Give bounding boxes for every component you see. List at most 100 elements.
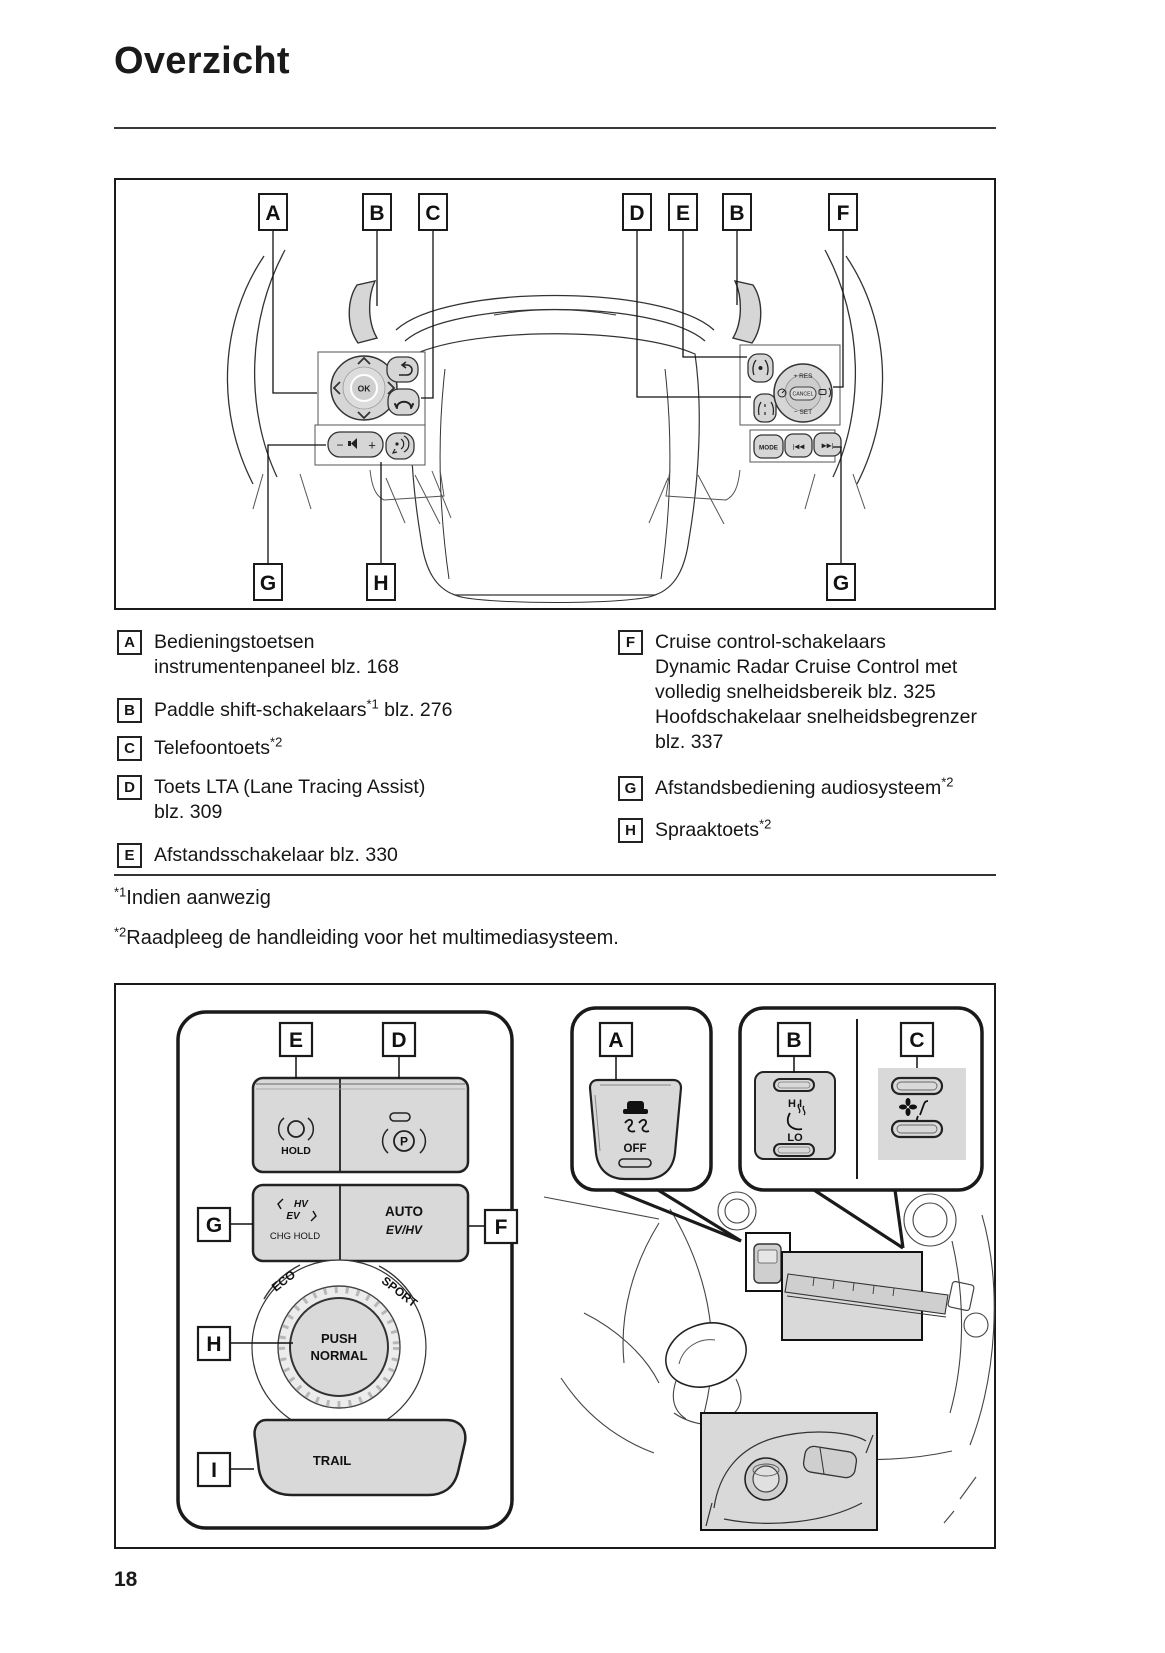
vsc-led	[618, 1158, 652, 1168]
right-paddle	[731, 280, 762, 344]
lta-button	[753, 393, 777, 423]
radar-cruise-icon	[818, 387, 832, 398]
seat-heat-icon	[786, 1103, 806, 1131]
footnote-2: *2Raadpleeg de handleiding voor het mult…	[114, 924, 619, 949]
footnote-marker: *2	[759, 816, 772, 832]
legend-letter: C	[117, 736, 142, 761]
voice-button	[385, 432, 415, 460]
legend-text: Afstandsbediening audiosysteem*2	[655, 774, 954, 800]
chg-hold-label: CHG HOLD	[270, 1231, 320, 1242]
footnote-marker: *2	[270, 734, 283, 750]
callout-I: I	[196, 1451, 232, 1488]
back-icon	[399, 361, 413, 376]
legend-item-D: D Toets LTA (Lane Tracing Assist)blz. 309	[117, 775, 577, 825]
callout-D: D	[622, 193, 652, 231]
seat-pointer-tail	[813, 1188, 905, 1250]
svg-text:C: C	[909, 1029, 924, 1052]
ok-label: OK	[358, 384, 372, 394]
prev-track-icon: |◀◀	[793, 444, 806, 451]
svg-text:H: H	[206, 1333, 221, 1356]
footnote-marker: *1	[366, 696, 379, 712]
callout-D2: D	[381, 1021, 417, 1058]
svg-text:F: F	[495, 1216, 508, 1239]
left-paddle	[348, 280, 379, 344]
figure1-callout-lines	[267, 230, 844, 564]
lane-switch-icon	[752, 359, 769, 376]
trail-label: TRAIL	[313, 1453, 351, 1468]
svg-text:HV: HV	[294, 1199, 309, 1210]
svg-text:H: H	[373, 572, 388, 595]
figure-console: HOLD P HV EV CHG HOLD AUTO EV/HV ECO SPO…	[114, 983, 996, 1549]
legend-letter: D	[117, 775, 142, 800]
speaker-icon	[348, 438, 357, 449]
callout-B2: B	[722, 193, 752, 231]
svg-text:A: A	[265, 202, 280, 225]
figure1-callouts: A B C D E B F G H G	[253, 193, 858, 601]
parking-brake-icon	[381, 1128, 427, 1154]
brake-hold-icon	[277, 1117, 315, 1141]
phone-icon	[394, 400, 414, 409]
svg-text:B: B	[729, 202, 744, 225]
mode-button	[753, 434, 784, 459]
svg-text:G: G	[833, 572, 849, 595]
footnote-marker: *2	[941, 774, 954, 790]
svg-text:B: B	[369, 202, 384, 225]
limiter-icon	[777, 388, 787, 398]
hi-label: H I	[788, 1098, 802, 1110]
legend-letter: G	[618, 776, 643, 801]
parking-led	[389, 1112, 411, 1122]
callout-E: E	[668, 193, 698, 231]
seat-vent-switch	[878, 1068, 966, 1160]
legend-text: Toets LTA (Lane Tracing Assist)blz. 309	[154, 776, 426, 823]
callout-G1: G	[253, 563, 283, 601]
svg-text:E: E	[676, 202, 690, 225]
legend-letter: B	[117, 698, 142, 723]
footnote-marker: *2	[114, 924, 127, 940]
vsc-off-label: OFF	[624, 1143, 647, 1155]
chg-hold-icon: HV EV	[277, 1198, 317, 1222]
footnote-marker: *1	[114, 884, 127, 900]
mode-label: MODE	[759, 445, 778, 452]
console-zoom-inset	[700, 1412, 878, 1531]
legend-text: Afstandsschakelaar blz. 330	[154, 844, 398, 866]
cruise-set-label: − SET	[794, 409, 812, 416]
brake-hold-label: HOLD	[281, 1145, 311, 1157]
svg-text:C: C	[425, 202, 440, 225]
svg-text:E: E	[289, 1029, 303, 1052]
normal-label: NORMAL	[310, 1348, 367, 1363]
svg-text:F: F	[837, 202, 850, 225]
legend-text: Telefoontoets*2	[154, 734, 283, 760]
figure2-callout-lines	[230, 1056, 918, 1470]
svg-text:B: B	[786, 1029, 801, 1052]
figure2-callouts: E D A B C G F H I	[196, 1021, 935, 1488]
next-track-button	[813, 432, 842, 457]
legend-text: Spraaktoets*2	[655, 816, 772, 842]
svg-text:EV: EV	[286, 1211, 301, 1222]
lta-icon	[758, 401, 774, 416]
callout-B3: B	[776, 1021, 812, 1058]
right-switch-cluster: + RES CANCEL − SET MODE |◀◀ ▶▶|	[747, 353, 842, 459]
paddle-shift-levers	[348, 280, 762, 344]
prev-track-button	[784, 433, 813, 458]
left-switch-cluster: OK − +	[327, 355, 420, 460]
svg-text:A: A	[608, 1029, 623, 1052]
row2-buttons	[251, 1183, 470, 1263]
evhv-label: EV/HV	[386, 1223, 423, 1237]
drive-mode-panel: HOLD P HV EV CHG HOLD AUTO EV/HV ECO SPO…	[176, 1010, 514, 1530]
next-track-icon: ▶▶|	[822, 443, 834, 450]
callout-C2: C	[899, 1021, 935, 1058]
cruise-cancel-label: CANCEL	[792, 392, 813, 398]
back-button	[386, 356, 419, 383]
legend-item-C: C Telefoontoets*2	[117, 736, 577, 761]
ok-button	[350, 374, 378, 402]
legend-letter: F	[618, 630, 643, 655]
legend-item-E: E Afstandsschakelaar blz. 330	[117, 843, 577, 868]
legend-letter: A	[117, 630, 142, 655]
legend-letter: E	[117, 843, 142, 868]
legend-item-G: G Afstandsbediening audiosysteem*2	[618, 776, 1008, 801]
